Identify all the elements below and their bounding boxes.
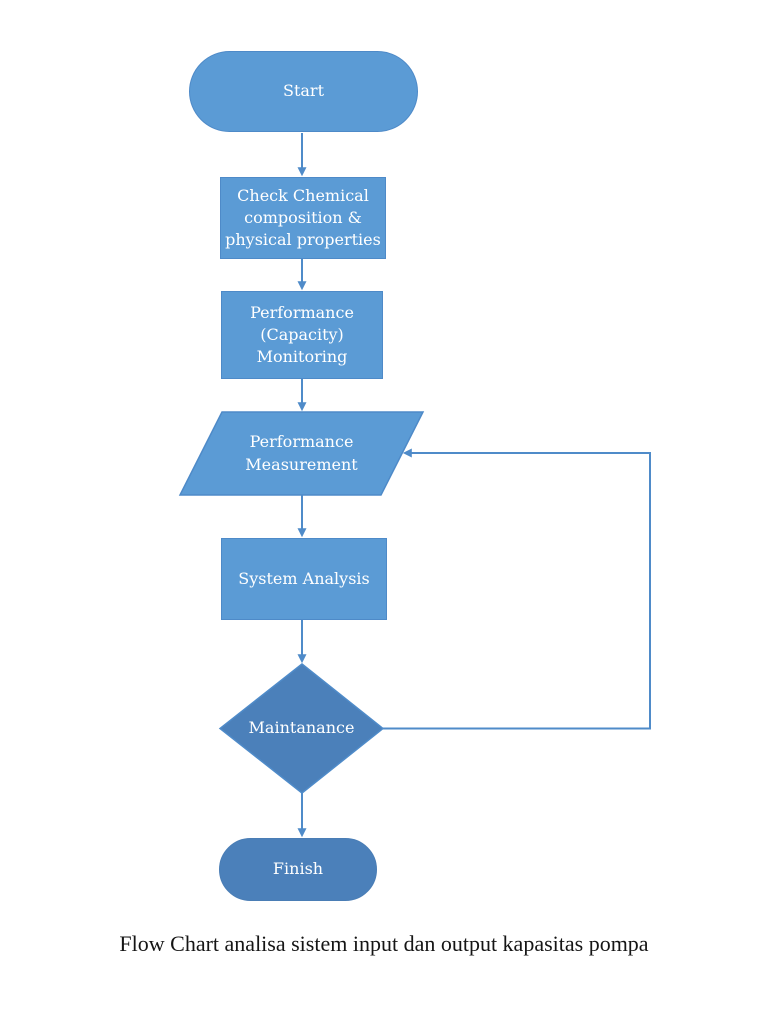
- node-finish-label: Finish: [272, 859, 324, 879]
- node-finish: Finish: [219, 838, 377, 901]
- node-start: Start: [189, 51, 418, 132]
- node-performance-monitoring-label-line1: Performance: [250, 302, 354, 322]
- node-maintenance-decision-label: Maintanance: [248, 718, 355, 738]
- node-performance-monitoring-label-line3: Monitoring: [256, 347, 348, 367]
- node-check-chemical-label-line2: composition &: [244, 207, 362, 227]
- node-start-label: Start: [282, 81, 324, 101]
- connector-feedback-loop: [383, 448, 651, 730]
- node-check-chemical-label-line1: Check Chemical: [237, 185, 369, 205]
- node-system-analysis-label: System Analysis: [238, 568, 370, 588]
- node-performance-measurement-label-line2: Measurement: [245, 454, 358, 474]
- node-check-chemical-label-line3: physical properties: [225, 230, 381, 250]
- node-performance-measurement: Performance Measurement: [180, 412, 423, 495]
- node-performance-monitoring-label-line2: (Capacity): [260, 324, 344, 344]
- node-maintenance-decision: Maintanance: [220, 664, 383, 793]
- node-performance-measurement-label-line1: Performance: [249, 432, 354, 452]
- parallelogram-measurement-shape: [178, 411, 425, 496]
- node-system-analysis: System Analysis: [221, 538, 387, 620]
- figure-caption: Flow Chart analisa sistem input dan outp…: [119, 931, 649, 956]
- node-performance-monitoring: Performance (Capacity) Monitoring: [221, 291, 383, 379]
- node-check-chemical: Check Chemical composition & physical pr…: [220, 177, 386, 259]
